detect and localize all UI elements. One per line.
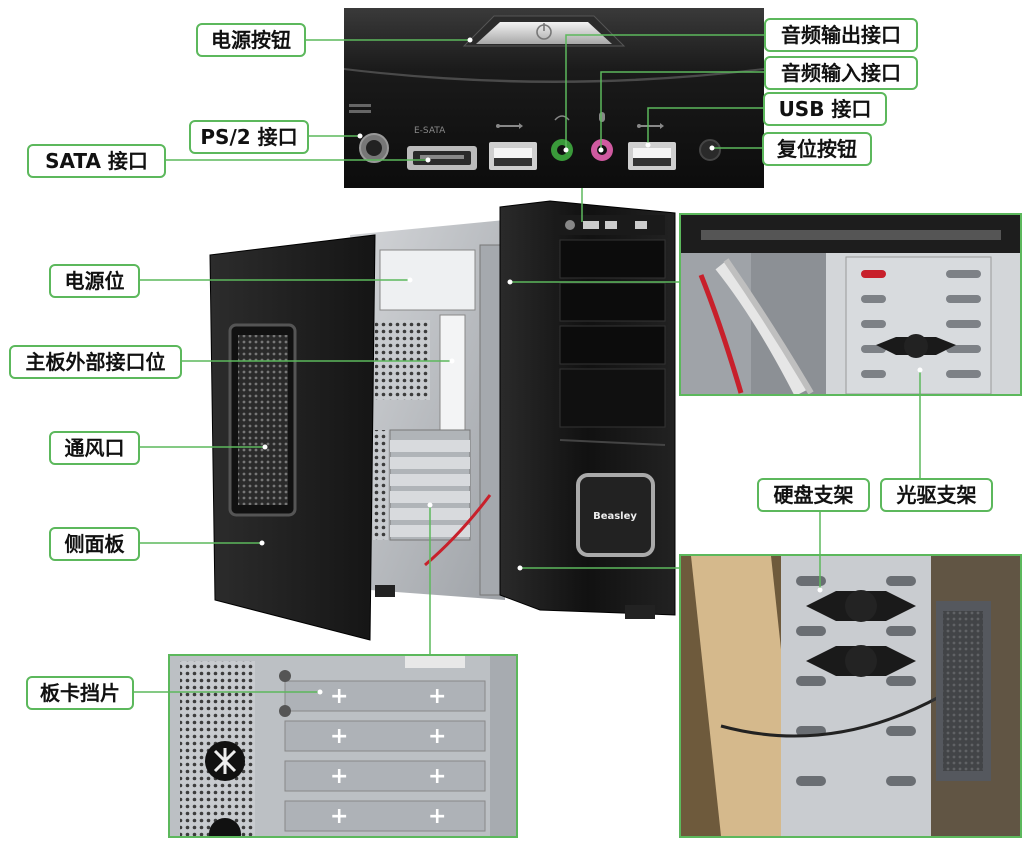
label-audio-out: 音频输出接口	[764, 18, 918, 52]
label-vent: 通风口	[49, 431, 140, 465]
front-io-drawing: E-SATA	[344, 8, 764, 188]
odd-bracket-photo	[679, 213, 1022, 396]
expansion-slots	[373, 429, 471, 541]
psu-bay-area	[379, 249, 476, 311]
front-logo-plate	[576, 473, 655, 557]
label-audio-in: 音频输入接口	[764, 56, 918, 90]
label-slot-covers: 板卡挡片	[26, 676, 134, 710]
front-io-photo: E-SATA	[344, 8, 764, 188]
svg-text:+: +	[330, 804, 348, 829]
label-sata-port: SATA 接口	[27, 144, 166, 178]
label-ps2-port: PS/2 接口	[189, 120, 309, 154]
svg-text:+: +	[428, 804, 446, 829]
label-hdd-bracket: 硬盘支架	[757, 478, 870, 512]
svg-text:+: +	[428, 764, 446, 789]
label-odd-bracket: 光驱支架	[880, 478, 993, 512]
odd-bracket-drawing	[681, 215, 1020, 394]
reset-button-shape	[699, 139, 721, 161]
svg-text:+: +	[330, 724, 348, 749]
svg-text:+: +	[330, 764, 348, 789]
front-brand-badge: Beasley	[593, 511, 637, 522]
svg-text:+: +	[330, 684, 348, 709]
label-psu-bay: 电源位	[49, 264, 140, 298]
esata-print: E-SATA	[414, 126, 446, 136]
mb-io-area	[439, 314, 466, 441]
usb-port-1	[489, 123, 537, 170]
fan-grille-icon	[375, 320, 430, 400]
label-side-panel: 侧面板	[49, 527, 140, 561]
ps2-port	[349, 104, 389, 163]
label-mb-io: 主板外部接口位	[9, 345, 182, 379]
hdd-bracket-photo	[679, 554, 1022, 838]
case-photo: Beasley	[205, 195, 685, 650]
svg-text:+: +	[428, 684, 446, 709]
slot-covers-drawing: + + + + + + + +	[170, 656, 516, 836]
label-usb-port: USB 接口	[763, 92, 887, 126]
label-power-button: 电源按钮	[196, 23, 306, 57]
usb-symbol-icon	[496, 123, 523, 129]
hdd-bracket-drawing	[681, 556, 1020, 836]
svg-text:+: +	[428, 724, 446, 749]
slot-covers-photo: + + + + + + + +	[168, 654, 518, 838]
slot-cover-rows	[284, 680, 486, 832]
vent-mesh	[238, 335, 288, 505]
power-symbol-icon	[536, 23, 552, 40]
label-reset-button: 复位按钮	[762, 132, 872, 166]
case-drawing: Beasley	[209, 200, 676, 641]
